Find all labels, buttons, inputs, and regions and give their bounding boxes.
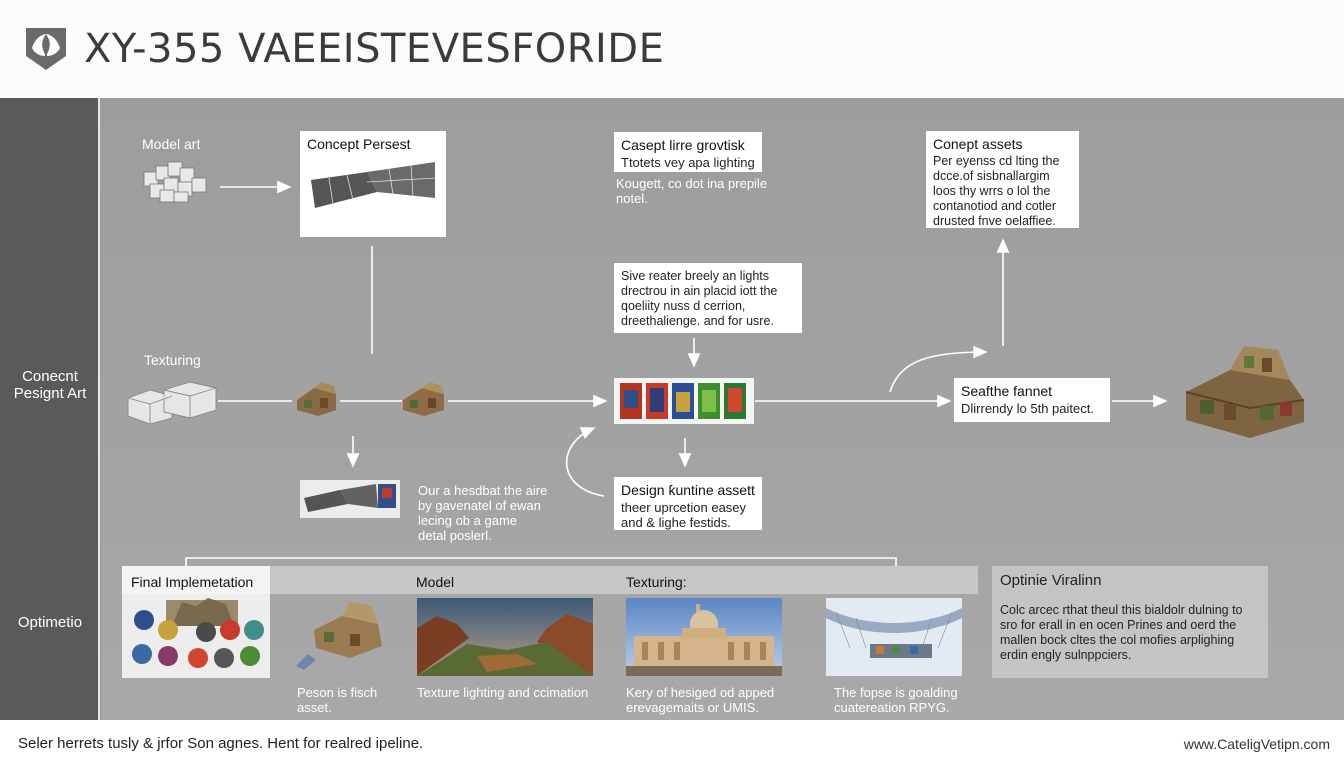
format-card-line: Dlirrendy lo 5th paitect.	[961, 401, 1094, 416]
design-card-title: Design ƙuntine assett	[621, 482, 755, 498]
curve-arrow-back	[565, 427, 605, 497]
format-card-title: Seafthe fannet	[961, 383, 1053, 399]
texturing-label: Texturing	[144, 352, 201, 368]
optimization-panel-text: Colc arcec rthat theul this bialdolr dul…	[1000, 603, 1243, 662]
wireframe-cube-icon	[143, 161, 207, 203]
concept-preset-title: Concept Persest	[307, 136, 411, 152]
canyon-landscape-thumb	[417, 598, 593, 676]
castle-model-thumb	[296, 602, 382, 670]
textured-model-icon-1	[297, 382, 336, 416]
format-card: Seafthe fannet Dlirrendy lo 5th paitect.	[954, 378, 1110, 422]
final-impl-label: Final Implemetation	[131, 574, 254, 590]
sidebar-optimization-label: Optimetio	[17, 614, 83, 631]
lighting-card-line: Ttotets vey apa lighting	[621, 155, 755, 170]
footer: Seler herrets tusly & jrfor Son agnes. H…	[0, 720, 1344, 768]
texturing-bottom-label: Texturing:	[626, 574, 687, 590]
header: XY-355 VAEEISTEVESFORIDE	[0, 0, 1344, 98]
palace-building-thumb	[626, 598, 782, 676]
mesh-render-thumb	[300, 480, 400, 518]
color-palette-strip	[614, 378, 754, 424]
final-impl-tab	[122, 566, 270, 594]
blocks-icon	[127, 381, 217, 425]
page-title: XY-355 VAEEISTEVESFORIDE	[84, 26, 665, 72]
curve-arrow-up	[889, 345, 988, 393]
design-card: Design ƙuntine assett theer uprcetion ea…	[614, 477, 762, 530]
footer-url-link[interactable]: www.CateligVetipn.com	[1183, 736, 1330, 752]
lighting-note: Kougett, co dot ina prepile notel.	[616, 176, 768, 206]
model-label: Model	[416, 574, 455, 590]
concept-assets-card: Conept assets Per eyenss cd lting the dc…	[926, 131, 1079, 228]
caption-3: Kery of hesiged od apped erevagemaits or…	[626, 685, 775, 715]
optimization-panel: Optinie Viralinn Colc arcec rthat theul …	[992, 566, 1268, 678]
mesh-arm-icon	[311, 162, 436, 208]
shield-logo-icon	[26, 28, 66, 70]
lighting-card: Casept lirre grovtisk Ttotets vey apa li…	[614, 132, 762, 172]
model-art-label: Model art	[142, 136, 201, 152]
textured-model-icon-2	[403, 382, 444, 416]
wireframe-scene-thumb	[826, 598, 962, 676]
design-card-text: theer uprcetion easey and & lighe festid…	[621, 500, 747, 530]
caption-4: The fopse is goalding cuatereation RPYG.	[834, 685, 958, 715]
final-castle-model-icon	[1185, 346, 1305, 438]
character-collage-thumb	[122, 594, 270, 678]
caption-1: Peson is fisch asset.	[297, 685, 378, 715]
lighting-card-title: Casept lirre grovtisk	[621, 137, 745, 153]
caption-2: Texture lighting and ccimation	[417, 685, 589, 700]
concept-preset-card: Concept Persest	[300, 131, 446, 237]
sidebar: Conecnt Pesignt Art Optimetio	[0, 98, 100, 720]
concept-assets-title: Conept assets	[933, 136, 1023, 152]
bracket-bottom	[185, 557, 897, 570]
footer-text: Seler herrets tusly & jrfor Son agnes. H…	[18, 735, 424, 752]
shader-card-text: Sive reater breely an lights drectrou in…	[621, 269, 778, 328]
sidebar-concept-label: Conecnt Pesignt Art	[13, 368, 87, 402]
side-note: Our a hesdbat the aire by gavenatel of e…	[418, 483, 548, 543]
concept-assets-text: Per eyenss cd lting the dcce.of sisbnall…	[933, 154, 1060, 228]
optimization-panel-title: Optinie Viralinn	[1000, 572, 1102, 589]
shader-card: Sive reater breely an lights drectrou in…	[614, 263, 802, 333]
